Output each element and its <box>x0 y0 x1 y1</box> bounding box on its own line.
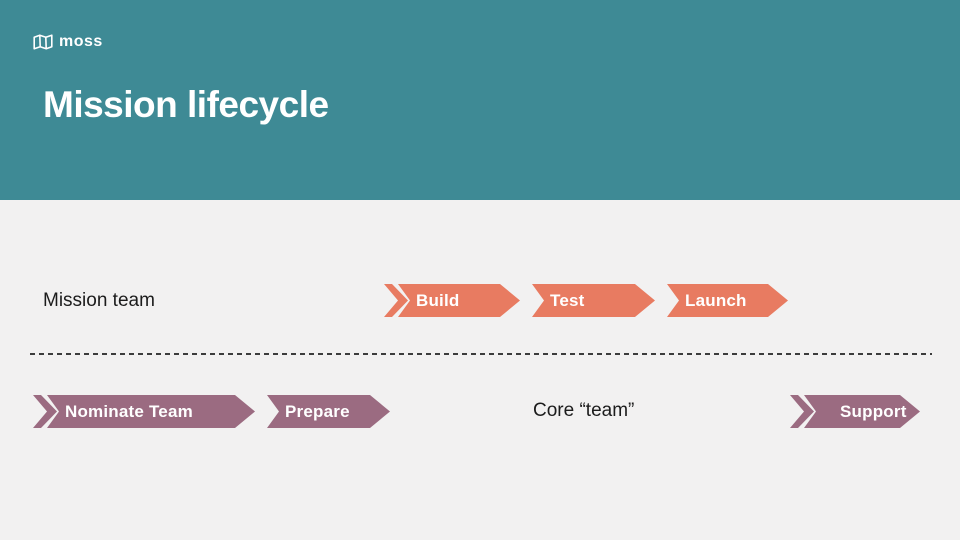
stage-label: Test <box>550 290 585 310</box>
stage-arrow-nominate-team: Nominate Team <box>47 395 255 428</box>
dashed-divider <box>30 353 932 355</box>
stage-label: Launch <box>685 290 747 310</box>
stage-arrow-launch: Launch <box>667 284 788 317</box>
logo-text: moss <box>59 33 103 50</box>
stage-arrow-build: Build <box>398 284 520 317</box>
stage-arrow-prepare: Prepare <box>267 395 390 428</box>
stage-label: Prepare <box>285 401 350 421</box>
page-title: Mission lifecycle <box>43 84 329 125</box>
stage-label: Support <box>840 401 907 421</box>
moss-logo: moss <box>33 32 103 52</box>
stage-label: Nominate Team <box>65 401 193 421</box>
stage-arrow-test: Test <box>532 284 655 317</box>
mission-team-label: Mission team <box>43 290 155 311</box>
core-team-label: Core “team” <box>533 400 635 421</box>
stage-label: Build <box>416 290 460 310</box>
header-band: moss Mission lifecycle <box>0 0 960 200</box>
core-team-stage-arrows-left: Nominate Team Prepare <box>33 395 390 428</box>
mission-team-stage-arrows: Build Test Launch <box>384 284 788 317</box>
stage-arrow-support: Support <box>804 395 920 428</box>
map-icon <box>33 34 53 50</box>
core-team-stage-arrows-right: Support <box>790 395 920 428</box>
